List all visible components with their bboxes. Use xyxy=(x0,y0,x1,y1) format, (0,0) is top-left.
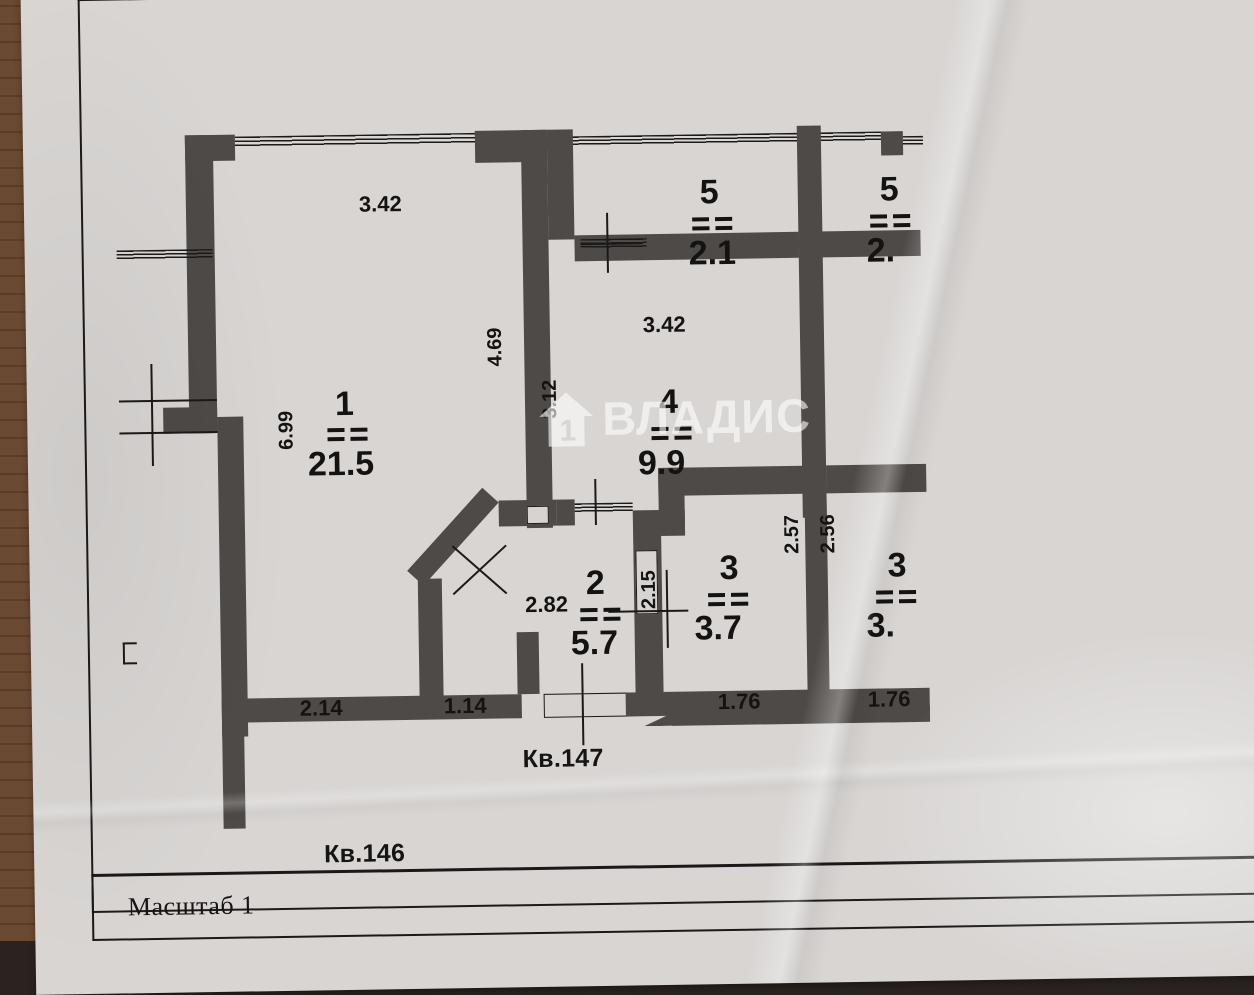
window-top-right xyxy=(902,135,924,146)
dimension-left-1: 6.99 xyxy=(275,410,298,450)
apartment-label-kv146: Кв.146 xyxy=(323,839,406,869)
wall-between-room5-room5b xyxy=(796,125,823,236)
dim-tick-room4-bottom xyxy=(594,479,597,526)
wall-right-of-room3 xyxy=(804,467,830,718)
wall-left-outer-lower xyxy=(217,416,249,737)
dim-tick-left-door xyxy=(122,642,125,665)
dimension-214: 2.14 xyxy=(299,695,343,721)
scale-label: Масштаб 1 xyxy=(127,890,255,922)
wall-room3-left-lower xyxy=(658,509,686,537)
room-equals-1 xyxy=(327,428,367,442)
dim-tick-left-door-h xyxy=(122,642,137,645)
dimension-mid-342: 3.42 xyxy=(642,311,686,338)
wall-room3b-top xyxy=(826,463,927,494)
room-equals-4 xyxy=(651,427,691,441)
wall-left-jog xyxy=(163,406,218,434)
wall-lower-left-vertical xyxy=(417,578,444,707)
dim-tick-left-2 xyxy=(119,430,218,435)
room-area-3: 3.7 xyxy=(694,608,743,648)
room-number-3: 3 xyxy=(719,548,739,588)
wall-room2-top-right xyxy=(556,499,575,526)
dimension-right-1: 4.69 xyxy=(483,327,507,367)
floor-plan-sheet: 1 21.5 3.42 6.99 4.69 5 2.1 5 2. 3.42 4 … xyxy=(20,0,1254,995)
room-equals-5b xyxy=(870,214,910,228)
dim-tick-left-3 xyxy=(150,363,154,466)
room-number-3b: 3 xyxy=(887,546,907,585)
room-number-2: 2 xyxy=(585,563,606,603)
wall-left-outer-upper xyxy=(184,134,218,434)
room-equals-3 xyxy=(708,593,748,607)
wall-bottom-pier xyxy=(516,631,540,695)
dimension-176: 1.76 xyxy=(717,688,761,715)
dimension-215: 2.15 xyxy=(637,570,661,610)
window-top-left xyxy=(234,132,478,148)
room-equals-2 xyxy=(580,608,620,622)
dimension-256: 2.56 xyxy=(816,514,840,554)
dimension-312: 3.12 xyxy=(538,379,562,419)
room-area-5b: 2. xyxy=(866,231,896,270)
wall-room4-top-stub xyxy=(546,129,575,240)
dimension-257: 2.57 xyxy=(780,514,804,555)
door-room1-room4 xyxy=(526,505,549,525)
room-number-4: 4 xyxy=(658,382,679,422)
door-room2-top xyxy=(574,502,633,513)
room-area-1: 21.5 xyxy=(307,444,375,484)
dimension-176b: 1.76 xyxy=(867,686,911,712)
room-equals-5 xyxy=(692,217,732,231)
room-area-2: 5.7 xyxy=(570,623,619,663)
window-left xyxy=(116,249,213,260)
door-bottom-kv147 xyxy=(543,692,628,718)
room-number-5: 5 xyxy=(699,173,719,212)
room-area-5: 2.1 xyxy=(688,233,737,273)
dimension-282: 2.82 xyxy=(524,591,569,618)
room-number-5b: 5 xyxy=(879,170,899,209)
dim-tick-left-door-h2 xyxy=(123,662,138,665)
wall-kv146-vertical xyxy=(222,722,246,829)
room-area-4: 9.9 xyxy=(637,443,686,483)
room-equals-3b xyxy=(876,590,916,604)
room-area-3b: 3. xyxy=(866,606,896,645)
room-number-1: 1 xyxy=(334,384,355,424)
wall-top-pier-2 xyxy=(880,131,904,156)
floor-plan-drawing: 1 21.5 3.42 6.99 4.69 5 2.1 5 2. 3.42 4 … xyxy=(20,0,1254,995)
dimension-top-1: 3.42 xyxy=(358,191,402,217)
dimension-114: 1.14 xyxy=(443,692,487,719)
window-top-middle xyxy=(546,131,882,146)
apartment-label-kv147: Кв.147 xyxy=(522,743,604,774)
wall-diagonal xyxy=(407,487,499,586)
